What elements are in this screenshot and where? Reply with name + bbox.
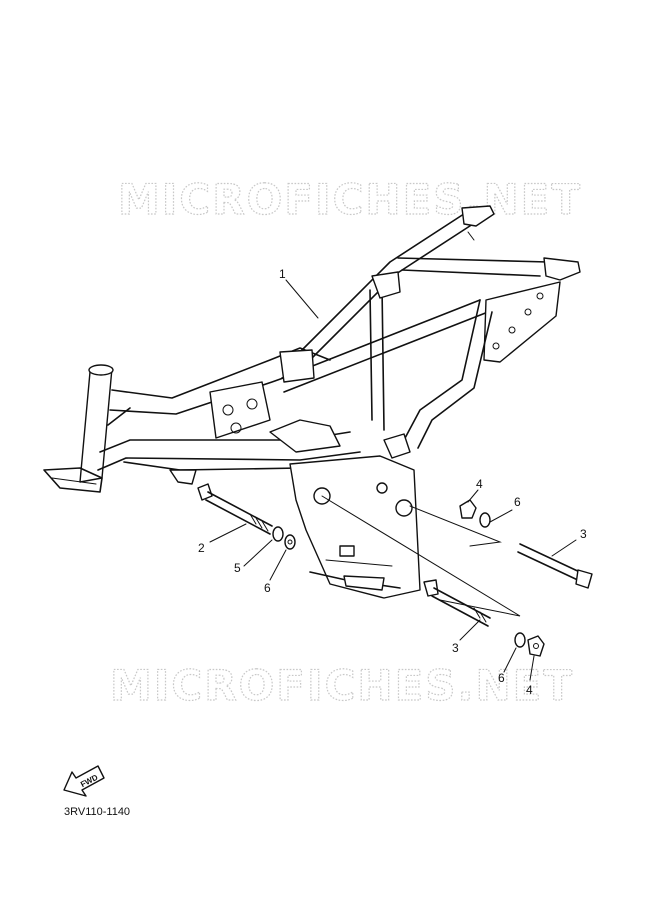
washer-lower bbox=[514, 632, 526, 648]
callout-leaders bbox=[209, 279, 577, 681]
callout-bolt-rear-upper: 3 bbox=[580, 527, 587, 541]
bolt-rear-upper bbox=[517, 543, 593, 589]
callout-washer-front-2: 6 bbox=[264, 581, 271, 595]
fwd-arrow-icon: FWD bbox=[63, 765, 105, 797]
watermark-bottom: MICROFICHES.NET bbox=[110, 661, 574, 710]
callout-washer-lower: 6 bbox=[498, 671, 505, 685]
callout-bolt-rear-lower: 3 bbox=[452, 641, 459, 655]
alignment-line-upper bbox=[409, 505, 502, 547]
frame-drawing bbox=[43, 205, 581, 599]
callout-frame: 1 bbox=[279, 267, 286, 281]
callout-bolt-front: 2 bbox=[198, 541, 205, 555]
callout-nut-upper: 4 bbox=[476, 477, 483, 491]
callout-nut-lower: 4 bbox=[526, 683, 533, 697]
alignment-line-lower bbox=[321, 495, 521, 617]
watermark-top: MICROFICHES.NET bbox=[118, 175, 582, 224]
bolt-front bbox=[197, 483, 273, 535]
washer-front bbox=[272, 526, 284, 542]
washer-upper bbox=[479, 512, 491, 528]
callout-washer-front: 5 bbox=[234, 561, 241, 575]
callout-washer-upper: 6 bbox=[514, 495, 521, 509]
nut-upper bbox=[459, 499, 477, 519]
diagram-code: 3RV110-1140 bbox=[64, 806, 131, 818]
washer-front-2 bbox=[284, 534, 296, 550]
nut-lower bbox=[527, 635, 545, 657]
